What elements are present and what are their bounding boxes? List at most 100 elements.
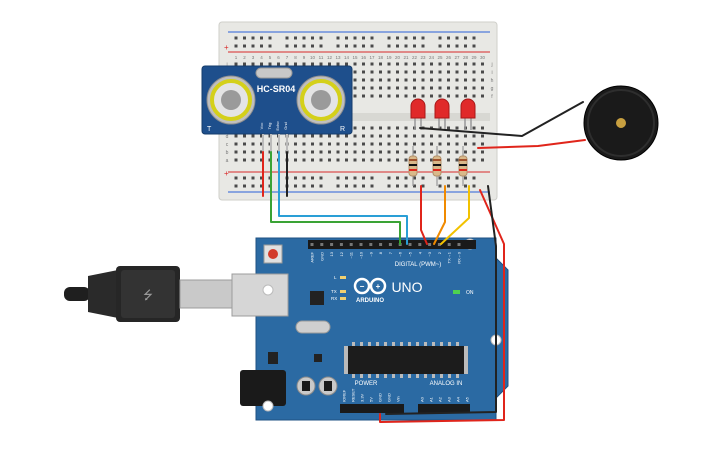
breadboard-hole bbox=[336, 134, 340, 138]
breadboard-hole bbox=[464, 78, 467, 82]
breadboard-hole bbox=[413, 70, 416, 74]
rail-hole bbox=[243, 184, 246, 188]
breadboard-hole bbox=[353, 70, 357, 74]
sensor-model-label: HC-SR04 bbox=[257, 84, 296, 94]
rail-hole bbox=[421, 36, 425, 40]
breadboard-hole bbox=[404, 94, 408, 98]
rail-plus-label-bottom: + bbox=[224, 169, 229, 178]
l-label: L bbox=[334, 275, 337, 280]
rail-hole bbox=[302, 44, 306, 48]
breadboard-hole bbox=[438, 86, 442, 90]
digital-pin-label: ~10 bbox=[359, 251, 364, 259]
breadboard-hole bbox=[294, 142, 297, 146]
breadboard-hole bbox=[404, 126, 408, 130]
breadboard-hole bbox=[447, 62, 450, 66]
led-3-body bbox=[460, 98, 476, 119]
column-number: 26 bbox=[446, 55, 452, 60]
breadboard-hole bbox=[328, 142, 331, 146]
breadboard-hole bbox=[387, 150, 391, 154]
on-led bbox=[453, 290, 460, 294]
breadboard-hole bbox=[260, 150, 263, 154]
header-socket[interactable] bbox=[310, 243, 314, 246]
breadboard-hole bbox=[353, 150, 357, 154]
rail-hole bbox=[447, 176, 450, 180]
rail-hole bbox=[362, 184, 365, 188]
rail-hole bbox=[353, 184, 357, 188]
header-socket[interactable] bbox=[418, 243, 422, 246]
breadboard-hole bbox=[481, 78, 484, 82]
rail-hole bbox=[370, 184, 374, 188]
breadboard-hole bbox=[438, 150, 442, 154]
breadboard-hole bbox=[455, 78, 459, 82]
header-socket[interactable] bbox=[330, 243, 334, 246]
atmega-chip bbox=[348, 346, 464, 374]
sensor-leg-gnd bbox=[286, 134, 288, 152]
breadboard-hole bbox=[438, 94, 442, 98]
breadboard-hole bbox=[430, 86, 433, 90]
rail-hole bbox=[319, 176, 323, 180]
led-2 bbox=[434, 98, 450, 130]
header-socket[interactable] bbox=[388, 243, 392, 246]
breadboard-hole bbox=[472, 86, 476, 90]
rail-hole bbox=[251, 184, 255, 188]
breadboard-hole bbox=[472, 142, 476, 146]
header-socket[interactable] bbox=[428, 243, 432, 246]
tx-led bbox=[340, 290, 346, 293]
breadboard-hole bbox=[319, 150, 323, 154]
reset-button-cap[interactable] bbox=[268, 249, 278, 259]
rail-hole bbox=[362, 36, 365, 40]
header-socket[interactable] bbox=[447, 243, 451, 246]
digital-pin-label: 7 bbox=[388, 251, 393, 254]
breadboard-hole bbox=[404, 62, 408, 66]
breadboard-hole bbox=[455, 150, 459, 154]
digital-pin-label: 12 bbox=[339, 251, 344, 256]
breadboard-hole bbox=[311, 158, 314, 162]
breadboard-hole bbox=[243, 62, 246, 66]
breadboard-hole bbox=[353, 86, 357, 90]
wire-led-2 bbox=[433, 185, 446, 245]
led-1-body bbox=[410, 98, 426, 119]
header-socket[interactable] bbox=[379, 243, 383, 246]
arduino-brand: ARDUINO bbox=[356, 298, 384, 304]
rx-label: RX bbox=[331, 296, 337, 301]
breadboard-hole bbox=[472, 94, 476, 98]
resistor-1 bbox=[408, 146, 418, 186]
digital-pin-label: 8 bbox=[378, 251, 383, 254]
rail-hole bbox=[285, 44, 289, 48]
rail-hole bbox=[464, 36, 467, 40]
chip-pin bbox=[400, 342, 403, 346]
power-pin-label: RESET bbox=[351, 388, 356, 402]
digital-pin-label: ~11 bbox=[349, 251, 354, 258]
breadboard-hole bbox=[481, 70, 484, 74]
breadboard-hole bbox=[430, 78, 433, 82]
rail-hole bbox=[438, 36, 442, 40]
rail-hole bbox=[387, 176, 391, 180]
header-socket[interactable] bbox=[339, 243, 343, 246]
breadboard-hole bbox=[447, 142, 450, 146]
breadboard-hole bbox=[421, 158, 425, 162]
header-socket[interactable] bbox=[457, 243, 461, 246]
breadboard-hole bbox=[362, 158, 365, 162]
breadboard-hole bbox=[379, 86, 382, 90]
on-label: ON bbox=[466, 290, 474, 296]
header-socket[interactable] bbox=[349, 243, 353, 246]
header-socket[interactable] bbox=[320, 243, 324, 246]
power-pin-label: IOREF bbox=[342, 389, 347, 402]
header-socket[interactable] bbox=[359, 243, 363, 246]
header-socket[interactable] bbox=[437, 243, 441, 246]
breadboard-hole bbox=[260, 158, 263, 162]
header-socket[interactable] bbox=[408, 243, 412, 246]
breadboard-hole bbox=[362, 86, 365, 90]
arduino-model: UNO bbox=[391, 279, 422, 295]
breadboard-hole bbox=[447, 70, 450, 74]
breadboard-hole bbox=[370, 150, 374, 154]
rail-hole bbox=[319, 184, 323, 188]
header-socket[interactable] bbox=[369, 243, 373, 246]
rail-hole bbox=[472, 44, 476, 48]
column-number: 25 bbox=[437, 55, 443, 60]
column-number: 27 bbox=[454, 55, 460, 60]
rail-hole bbox=[362, 176, 365, 180]
breadboard-hole bbox=[234, 158, 238, 162]
chip-pin bbox=[456, 374, 459, 378]
